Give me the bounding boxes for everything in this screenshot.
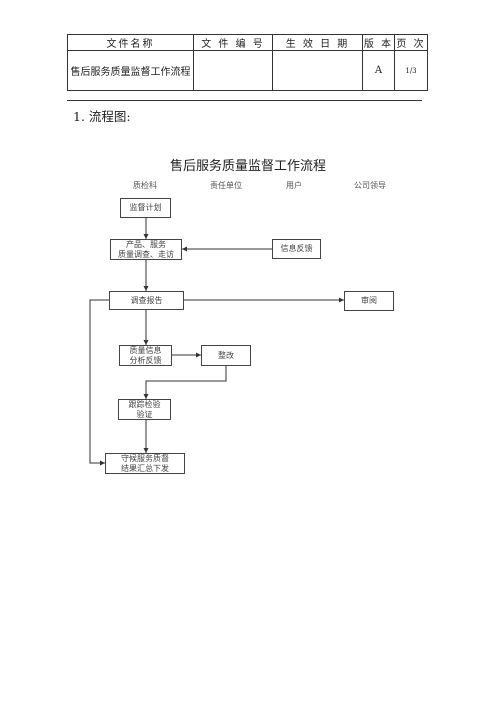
node-analysis-line2: 分析反馈: [129, 355, 162, 365]
node-summary-line1: 守候服务质督: [121, 453, 169, 463]
node-verify-line2: 验证: [136, 409, 153, 419]
section-heading: 1. 流程图:: [73, 109, 131, 124]
node-quality-analysis: 质量信息 分析反馈: [119, 345, 172, 366]
header-divider: [67, 100, 422, 101]
node-info-feedback: 信息反馈: [272, 239, 321, 259]
node-plan-text: 监督计划: [129, 203, 162, 212]
node-report-text: 调查报告: [130, 295, 163, 305]
node-survey-line2: 质量调查、走访: [118, 249, 174, 259]
lane-label-leadership: 公司领导: [354, 181, 386, 190]
lane-label-user: 用户: [286, 181, 302, 190]
node-analysis-line1: 质量信息: [129, 345, 162, 355]
node-rectification: 整改: [201, 345, 251, 366]
arrow-report-loop-to-summary: [89, 299, 109, 466]
doc-name-cell: 售后服务质量监督工作流程: [67, 50, 194, 91]
node-feedback-text: 信息反馈: [280, 244, 313, 253]
node-survey-report: 调查报告: [109, 291, 184, 310]
node-survey-line1: 产品、服务: [126, 239, 166, 249]
arrow-rectify-to-verify: [143, 366, 227, 399]
flowchart-title: 售后服务质量监督工作流程: [169, 159, 326, 174]
node-quality-survey: 产品、服务 质量调查、走访: [110, 239, 182, 260]
lane-label-qc: 质检科: [133, 181, 157, 190]
node-review: 审阅: [344, 291, 394, 311]
node-rectify-text: 整改: [218, 350, 234, 360]
lane-label-responsible: 责任单位: [210, 181, 242, 190]
node-tracking-verification: 跟踪检验 验证: [118, 399, 171, 420]
node-supervision-plan: 监督计划: [120, 198, 171, 218]
node-review-text: 审阅: [361, 296, 377, 305]
doc-page-cell: 1/3: [394, 50, 428, 91]
node-verify-line1: 跟踪检验: [128, 399, 161, 409]
node-summary-line2: 结果汇总下发: [121, 463, 169, 473]
node-result-summary: 守候服务质督 结果汇总下发: [105, 453, 185, 474]
document-header-table: 文件名称 文 件 编 号 生 效 日 期 版 本 页 次 售后服务质量监督工作流…: [67, 34, 428, 91]
